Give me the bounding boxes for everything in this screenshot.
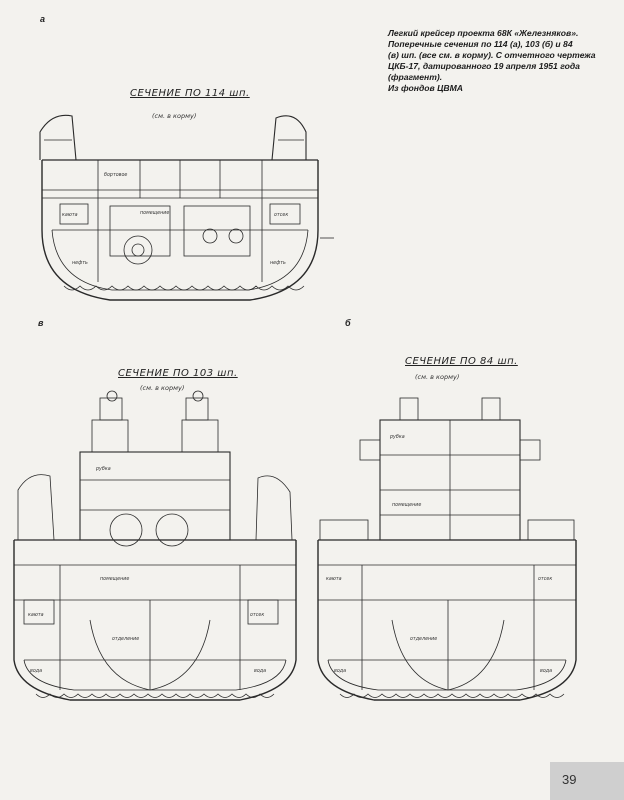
section-subtitle-114: (см. в корму) [152, 112, 197, 120]
caption-line-2: Поперечные сечения по 114 (а), 103 (б) и… [388, 39, 573, 49]
svg-text:вода: вода [540, 669, 552, 674]
svg-text:отсек: отсек [250, 613, 264, 618]
svg-text:отделение: отделение [410, 637, 437, 642]
svg-text:вода: вода [334, 669, 346, 674]
svg-text:вода: вода [30, 669, 42, 674]
svg-text:вода: вода [254, 669, 266, 674]
caption-line-5: (фрагмент). [388, 72, 443, 82]
section-subtitle-103: (см. в корму) [140, 384, 185, 392]
svg-text:помещение: помещение [392, 503, 421, 508]
caption-line-6: Из фондов ЦВМА [388, 83, 463, 93]
figure-caption: Легкий крейсер проекта 68К «Железняков».… [388, 28, 614, 94]
caption-line-4: ЦКБ-17, датированного 19 апреля 1951 год… [388, 61, 580, 71]
page-number: 39 [562, 772, 577, 787]
figure-letter-b: б [345, 318, 351, 328]
svg-text:нефть: нефть [270, 260, 286, 266]
svg-text:помещение: помещение [100, 577, 129, 582]
section-title-84: СЕЧЕНИЕ ПО 84 шп. [405, 356, 518, 367]
svg-text:нефть: нефть [72, 260, 88, 266]
section-title-103: СЕЧЕНИЕ ПО 103 шп. [118, 368, 238, 379]
svg-text:помещение: помещение [140, 211, 169, 216]
caption-line-3: (в) шп. (все см. в корму). С отчетного ч… [388, 50, 596, 60]
svg-text:отделение: отделение [112, 637, 139, 642]
section-subtitle-84: (см. в корму) [415, 373, 460, 381]
svg-text:бортовое: бортовое [104, 172, 127, 178]
figure-letter-a: а [40, 14, 46, 24]
svg-text:отсек: отсек [538, 577, 552, 582]
svg-text:каюта: каюта [28, 613, 44, 618]
svg-text:каюта: каюта [326, 577, 342, 582]
svg-text:рубка: рубка [95, 466, 111, 472]
figure-letter-c: в [38, 318, 44, 328]
svg-text:рубка: рубка [389, 434, 405, 440]
page-number-box: 39 [550, 762, 624, 800]
section-title-114: СЕЧЕНИЕ ПО 114 шп. [130, 88, 250, 99]
caption-line-1: Легкий крейсер проекта 68К «Железняков». [388, 28, 579, 38]
svg-text:отсек: отсек [274, 213, 288, 218]
svg-text:каюта: каюта [62, 213, 78, 218]
